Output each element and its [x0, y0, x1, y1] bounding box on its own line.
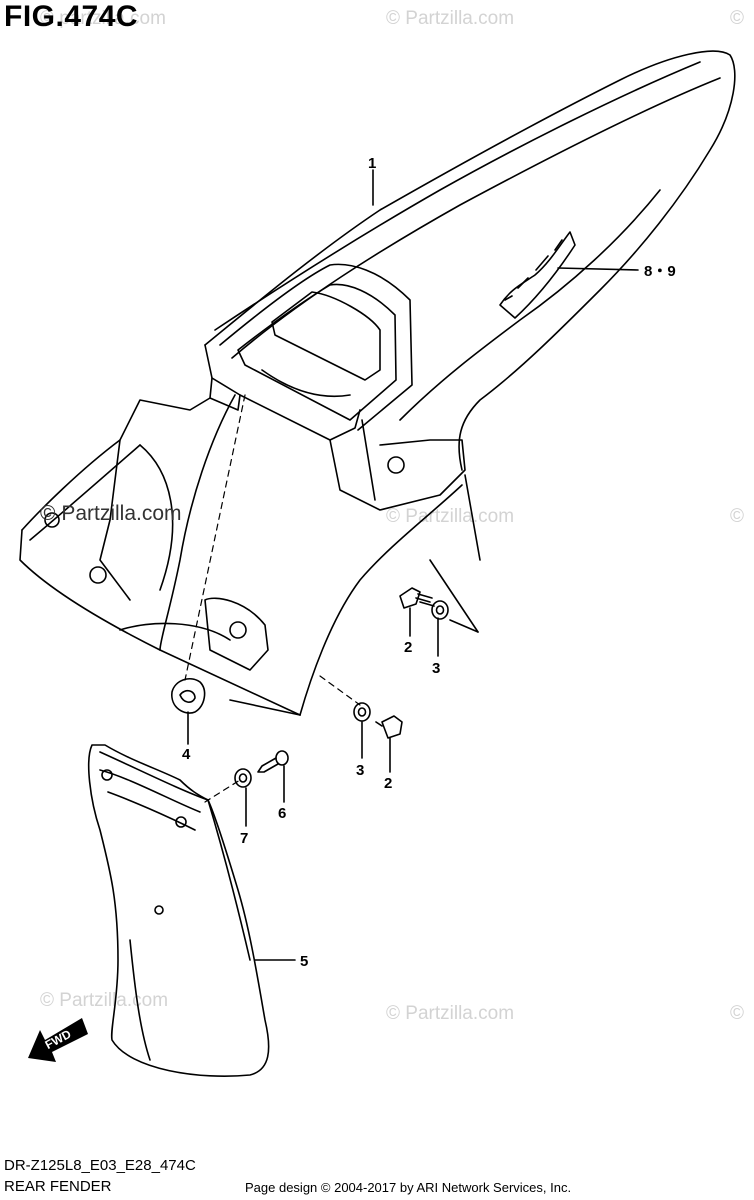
mud-flap-part	[87, 744, 270, 1078]
watermark: © partzilla.com	[40, 8, 166, 29]
watermark: © Partzilla.com	[40, 990, 169, 1011]
callout-4: 4	[182, 746, 191, 763]
screw-6	[257, 750, 289, 773]
fwd-direction-arrow: FWD	[28, 1018, 88, 1062]
model-code: DR-Z125L8_E03_E28_474C	[4, 1157, 196, 1174]
watermark-dark: © Partzilla.com	[40, 502, 182, 525]
rm-decal	[499, 231, 576, 319]
watermark: ©	[730, 506, 744, 527]
watermark: ©	[730, 1003, 744, 1024]
rear-fender-part	[19, 50, 736, 716]
figure-title: FIG.474C	[4, 0, 139, 33]
watermark: © Partzilla.com	[386, 1003, 515, 1024]
callout-2-upper: 2	[404, 639, 412, 656]
callout-6: 6	[278, 805, 286, 822]
washer-3-upper	[431, 600, 449, 620]
callout-3-upper: 3	[432, 660, 440, 677]
callout-2-lower: 2	[384, 775, 392, 792]
washer-7	[234, 768, 252, 788]
bolt-2-lower	[375, 715, 403, 739]
grommet-4	[171, 678, 206, 714]
callout-3-lower: 3	[356, 762, 364, 779]
leader-89	[557, 267, 639, 271]
callout-7: 7	[240, 830, 248, 847]
page-copyright: Page design © 2004-2017 by ARI Network S…	[245, 1180, 572, 1195]
callout-8-9: 8・9	[644, 263, 676, 280]
washer-3-lower	[353, 702, 371, 722]
section-name: REAR FENDER	[4, 1178, 112, 1195]
bolt-2-upper	[399, 587, 435, 609]
callout-5: 5	[300, 953, 308, 970]
watermark: ©	[730, 8, 744, 29]
watermark: © Partzilla.com	[386, 8, 515, 29]
callout-1: 1	[368, 155, 376, 172]
